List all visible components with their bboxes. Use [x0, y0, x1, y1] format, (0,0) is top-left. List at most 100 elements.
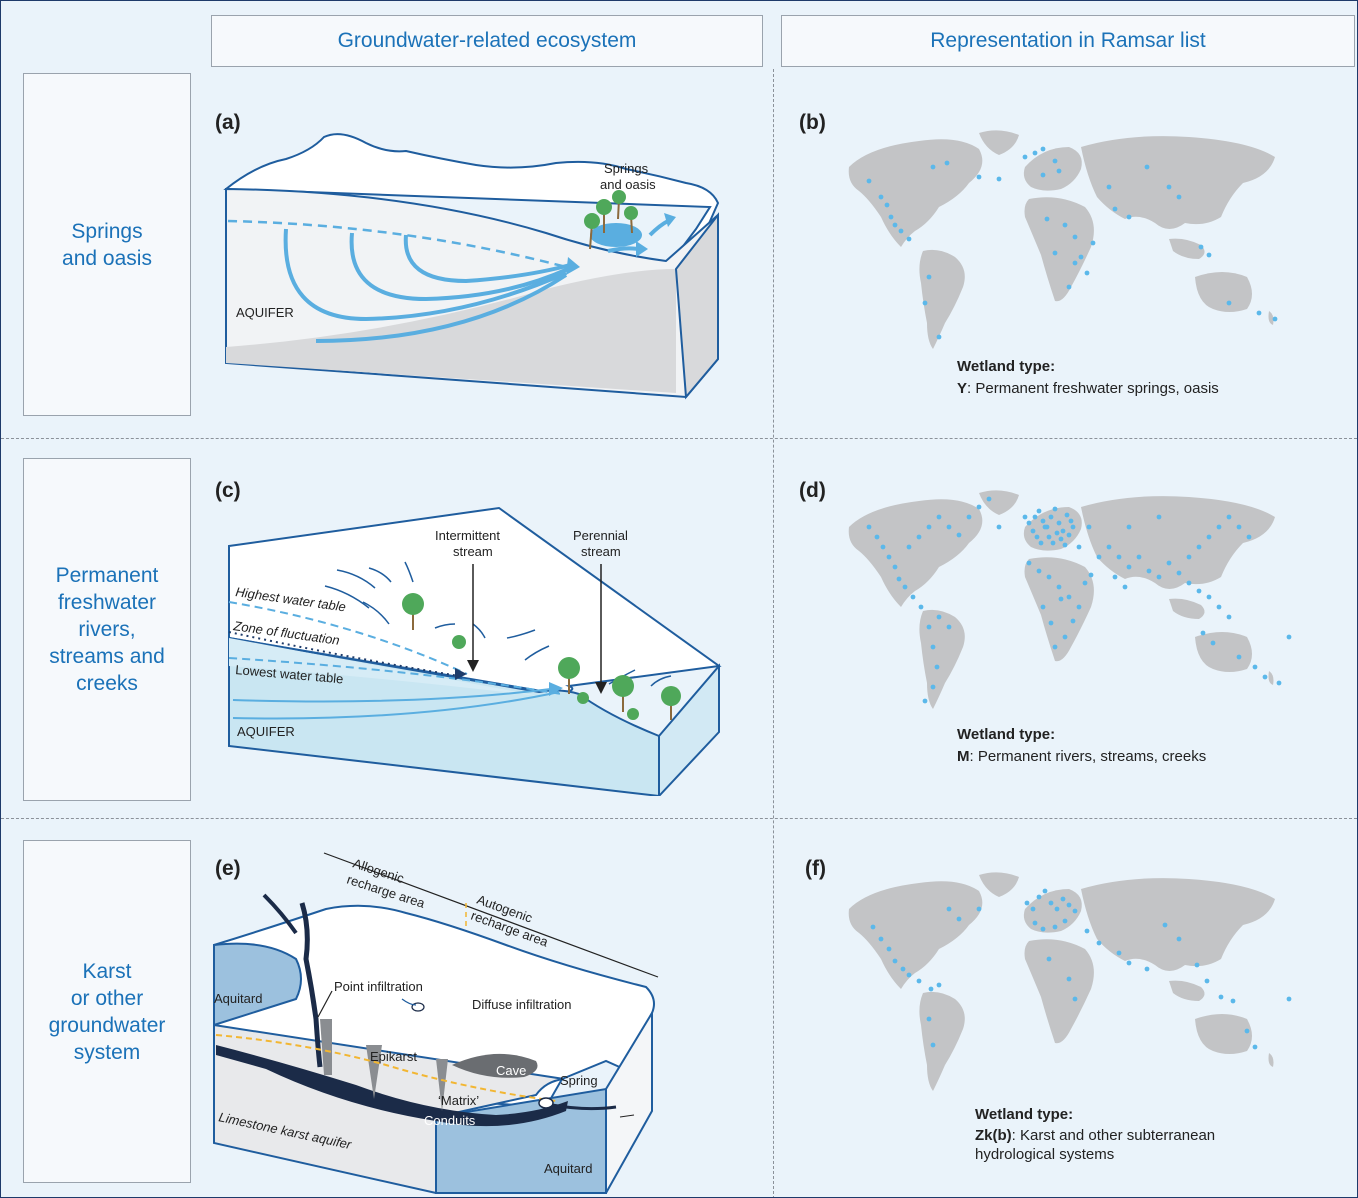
groundwater-flow	[232, 687, 560, 703]
ramsar-site-dot	[956, 532, 962, 538]
ramsar-site-dot	[1040, 518, 1046, 524]
row-label-line: Karst	[82, 959, 132, 983]
aquitard-label-bottom: Aquitard	[544, 1161, 592, 1176]
ramsar-site-dot	[936, 514, 942, 520]
ramsar-site-dot	[1066, 902, 1072, 908]
point-infiltration-pointer	[317, 990, 333, 1018]
spring-outflow-arrow	[648, 219, 669, 237]
ramsar-site-dot	[1048, 620, 1054, 626]
ramsar-site-dot	[922, 698, 928, 704]
ramsar-site-dot	[1062, 634, 1068, 640]
flow-arrow	[349, 232, 569, 302]
row-label-line: Springs	[71, 219, 143, 243]
ramsar-site-dot	[1040, 604, 1046, 610]
ramsar-site-dot	[976, 174, 982, 180]
ramsar-site-dot	[1210, 640, 1216, 646]
ramsar-site-dot	[926, 624, 932, 630]
ramsar-site-dot	[1052, 644, 1058, 650]
arrowhead	[664, 213, 676, 227]
ramsar-site-dot	[1030, 906, 1036, 912]
continent-shape	[979, 490, 1019, 515]
wetland-code: M	[957, 748, 970, 765]
ramsar-site-dot	[976, 504, 982, 510]
flow-arrow	[403, 234, 571, 284]
ramsar-site-dot	[1042, 888, 1048, 894]
row-label-springs: Springs and oasis	[23, 73, 191, 416]
ramsar-site-dot	[1218, 994, 1224, 1000]
row-label-line: or other	[70, 986, 144, 1010]
ramsar-site-dot	[1064, 512, 1070, 518]
karst-diagram: Allogenic recharge area Autogenic rechar…	[213, 852, 659, 1194]
ramsar-site-dot	[1244, 1028, 1250, 1034]
ramsar-site-dot	[1166, 560, 1172, 566]
continent-shape	[1195, 1014, 1252, 1054]
ramsar-site-dot	[1040, 172, 1046, 178]
infiltration-sink	[411, 1002, 425, 1012]
continent-shape	[1268, 311, 1274, 325]
row-label-line: rivers,	[78, 618, 136, 641]
aquitard-top	[213, 942, 302, 1027]
ramsar-site-dot	[906, 544, 912, 550]
ramsar-site-dot	[1116, 950, 1122, 956]
panel-label-a: (a)	[215, 111, 241, 134]
ramsar-site-dot	[996, 524, 1002, 530]
ramsar-site-dot	[886, 554, 892, 560]
ramsar-site-dot	[1116, 554, 1122, 560]
ramsar-site-dot	[1034, 534, 1040, 540]
ramsar-site-dot	[1068, 518, 1074, 524]
ramsar-site-dot	[930, 164, 936, 170]
ramsar-site-dot	[898, 228, 904, 234]
ramsar-site-dot	[1078, 254, 1084, 260]
ramsar-site-dot	[1166, 184, 1172, 190]
ramsar-site-dot	[888, 214, 894, 220]
row-label-line: system	[73, 1040, 141, 1064]
world-map-karst	[848, 872, 1292, 1091]
ramsar-site-dot	[1126, 524, 1132, 530]
flow-arrow	[283, 228, 567, 322]
ramsar-site-dot	[1054, 530, 1060, 536]
panel-label-b: (b)	[799, 111, 826, 134]
ramsar-site-dot	[1052, 250, 1058, 256]
ramsar-site-dot	[1044, 216, 1050, 222]
trees	[402, 593, 681, 720]
continent-shape	[848, 499, 983, 607]
ramsar-site-dot	[916, 978, 922, 984]
world-map-rivers	[848, 490, 1292, 709]
ramsar-site-dot	[1286, 634, 1292, 640]
epikarst-column	[320, 1019, 332, 1075]
continent-shape	[1023, 147, 1082, 191]
ramsar-site-dot	[1194, 962, 1200, 968]
ramsar-site-dot	[1056, 168, 1062, 174]
continent-shape	[919, 249, 965, 349]
ramsar-site-dot	[926, 274, 932, 280]
continent-shape	[979, 130, 1019, 155]
ramsar-site-dot	[936, 614, 942, 620]
wetland-type-desc: Y: Permanent freshwater springs, oasis	[957, 379, 1287, 398]
ramsar-site-dot	[946, 624, 952, 630]
row-divider-1	[1, 438, 1357, 439]
cave-label: Cave	[496, 1063, 526, 1078]
ramsar-site-dot	[874, 534, 880, 540]
ramsar-site-dot	[1162, 922, 1168, 928]
ramsar-site-dot	[956, 916, 962, 922]
streams-diagram: Intermittent stream Perennial stream Hig…	[228, 506, 722, 796]
continent-shape	[1023, 507, 1082, 551]
ramsar-site-dot	[1106, 184, 1112, 190]
row-label-line: and oasis	[62, 246, 152, 270]
karst-side	[605, 1009, 653, 1194]
arrowhead	[595, 682, 607, 694]
ramsar-site-dot	[1230, 998, 1236, 1004]
arrowhead	[467, 660, 479, 672]
cave	[452, 1053, 538, 1078]
continent-shape	[1024, 557, 1094, 662]
ramsar-site-dot	[1096, 554, 1102, 560]
spring-outlet	[538, 1097, 554, 1109]
ramsar-site-dot	[1062, 222, 1068, 228]
ramsar-site-dot	[1196, 588, 1202, 594]
ramsar-site-dot	[892, 564, 898, 570]
infiltration-arrow	[401, 998, 417, 1006]
continent-shape	[979, 872, 1019, 897]
ramsar-site-dot	[1046, 534, 1052, 540]
water-table	[215, 1034, 557, 1102]
continent-shape	[919, 609, 965, 709]
